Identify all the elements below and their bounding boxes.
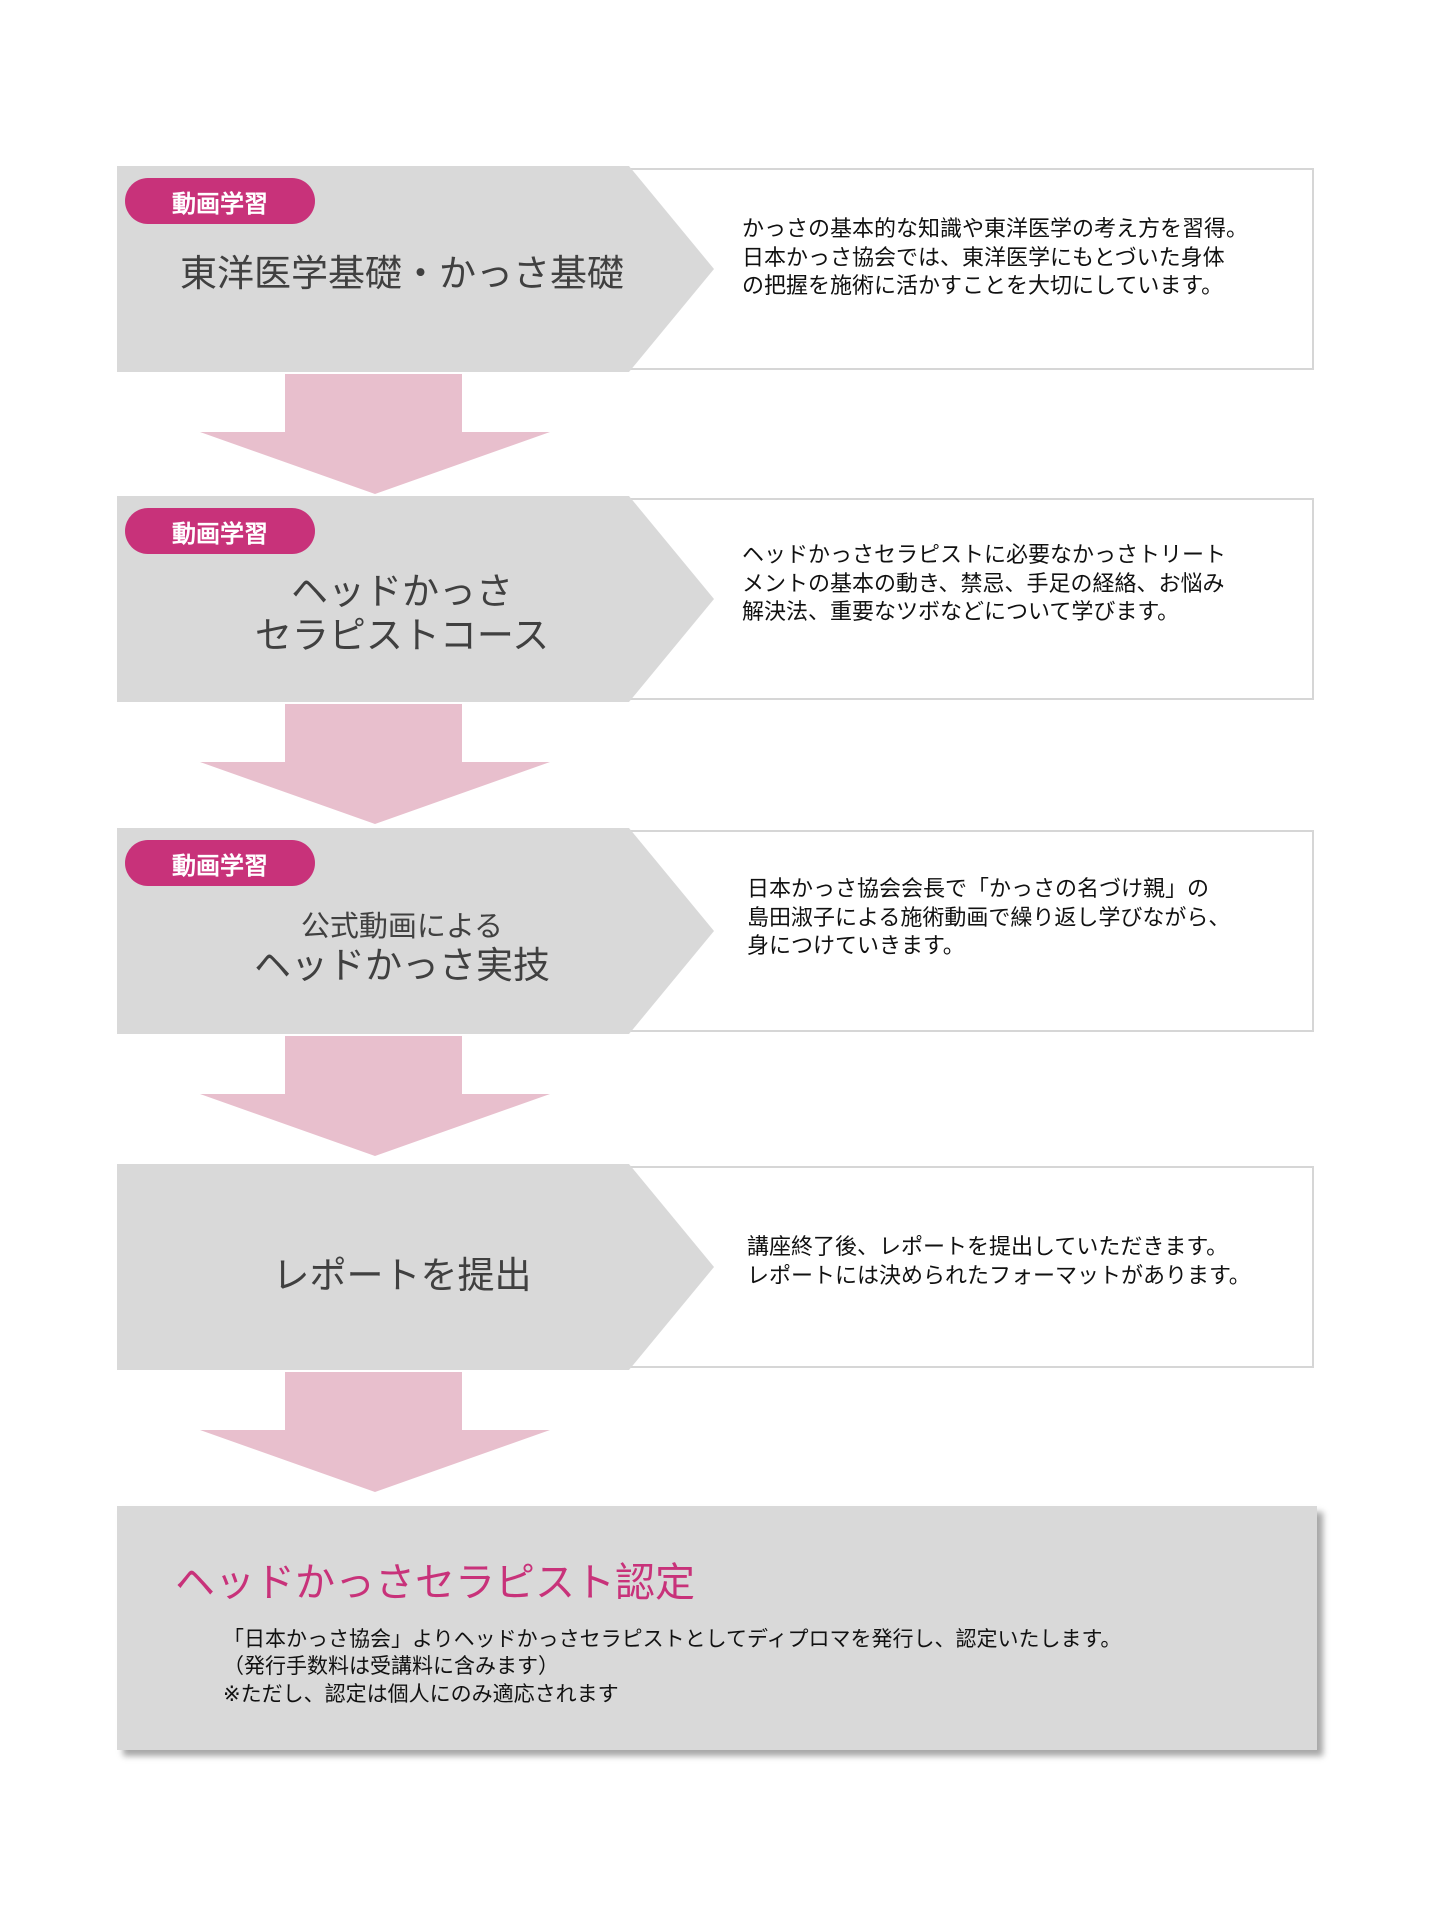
step-1-desc-line-1: かっさの基本的な知識や東洋医学の考え方を習得。 [742, 217, 1249, 243]
down-arrow-3 [200, 1036, 550, 1156]
down-arrow-1 [200, 374, 550, 494]
certification-title: ヘッドかっさセラピスト認定 [175, 1560, 695, 1606]
certification-line-2: （発行手数料は受講料に含みます） [223, 1654, 559, 1679]
step-2-title-line-2: セラピストコース [254, 614, 550, 657]
step-1-desc-line-2: 日本かっさ協会では、東洋医学にもとづいた身体 [742, 245, 1225, 271]
step-4-desc-line-1: 講座終了後、レポートを提出していただきます。 [747, 1235, 1229, 1261]
step-4-description-box [629, 1166, 1314, 1368]
step-1: 動画学習 東洋医学基礎・かっさ基礎 かっさの基本的な知識や東洋医学の考え方を習得… [117, 166, 1317, 372]
step-2: 動画学習 ヘッドかっさ セラピストコース ヘッドかっさセラピストに必要なかっさト… [117, 496, 1317, 702]
step-1-desc-line-3: の把握を施術に活かすことを大切にしています。 [742, 274, 1224, 300]
step-2-description-box [629, 498, 1314, 700]
step-2-title: ヘッドかっさ セラピストコース [117, 496, 687, 702]
step-4-chevron-panel [117, 1164, 714, 1370]
certification-line-3: ※ただし、認定は個人にのみ適応されます [223, 1681, 619, 1706]
step-3-desc-line-3: 身につけていきます。 [747, 934, 965, 960]
step-3-desc-line-1: 日本かっさ協会会長で「かっさの名づけ親」の [747, 877, 1210, 903]
certification-line-1: 「日本かっさ協会」よりヘッドかっさセラピストとしてディプロマを発行し、認定いたし… [223, 1627, 1122, 1651]
step-2-description: ヘッドかっさセラピストに必要なかっさトリート メントの基本の動き、禁忌、手足の経… [742, 482, 1302, 688]
step-3: 動画学習 公式動画による ヘッドかっさ実技 日本かっさ協会会長で「かっさの名づけ… [117, 828, 1317, 1034]
step-1-title-line: 東洋医学基礎・かっさ基礎 [180, 251, 624, 295]
certification-panel: ヘッドかっさセラピスト認定 「日本かっさ協会」よりヘッドかっさセラピストとしてデ… [117, 1506, 1317, 1750]
step-4-title: レポートを提出 [117, 1164, 687, 1370]
step-3-desc-line-2: 島田淑子による施術動画で繰り返し学びながら、 [747, 905, 1231, 931]
step-3-description: 日本かっさ協会会長で「かっさの名づけ親」の 島田淑子による施術動画で繰り返し学び… [747, 816, 1307, 1022]
step-1-description-box [629, 168, 1314, 370]
step-2-desc-line-1: ヘッドかっさセラピストに必要なかっさトリート [742, 543, 1227, 569]
step-3-badge: 動画学習 [125, 840, 315, 886]
certification-text: 「日本かっさ協会」よりヘッドかっさセラピストとしてディプロマを発行し、認定いたし… [223, 1626, 1121, 1708]
step-2-desc-line-2: メントの基本の動き、禁忌、手足の経絡、お悩み [742, 571, 1225, 597]
step-4-description: 講座終了後、レポートを提出していただきます。 レポートには決められたフォーマット… [747, 1160, 1307, 1366]
step-1-description: かっさの基本的な知識や東洋医学の考え方を習得。 日本かっさ協会では、東洋医学にも… [742, 156, 1302, 362]
step-3-title-small: 公式動画による [300, 908, 504, 943]
down-arrow-2 [200, 704, 550, 824]
down-arrow-4 [200, 1372, 550, 1492]
step-3-title: 公式動画による ヘッドかっさ実技 [117, 828, 687, 1034]
step-3-title-line: ヘッドかっさ実技 [254, 943, 550, 987]
step-2-badge: 動画学習 [125, 508, 315, 554]
step-2-title-line-1: ヘッドかっさ [291, 569, 513, 613]
step-4-desc-line-2: レポートには決められたフォーマットがあります。 [747, 1264, 1251, 1289]
step-4-title-line: レポートを提出 [272, 1253, 532, 1297]
step-3-description-box [629, 830, 1314, 1032]
step-4: レポートを提出 講座終了後、レポートを提出していただきます。 レポートには決めら… [117, 1164, 1317, 1370]
step-1-badge: 動画学習 [125, 178, 315, 224]
step-2-desc-line-3: 解決法、重要なツボなどについて学びます。 [742, 600, 1180, 626]
step-1-title: 東洋医学基礎・かっさ基礎 [117, 166, 687, 372]
